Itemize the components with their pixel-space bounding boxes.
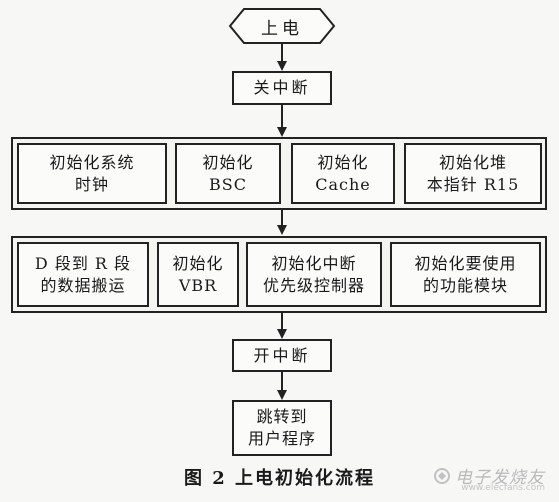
init-bsc-box: 初始化 BSC xyxy=(175,143,281,204)
start-terminator-shape xyxy=(228,8,336,44)
init-cache-box: 初始化 Cache xyxy=(291,143,395,204)
start-terminator-label: 上电 xyxy=(261,18,303,39)
init-functional-modules-box: 初始化要使用 的功能模块 xyxy=(390,242,541,307)
enable-interrupts-box: 开中断 xyxy=(232,339,332,372)
init-stack-pointer-box: 初始化堆 本指针 R15 xyxy=(404,143,542,204)
watermark: 电子发烧友 www.elecfans.com xyxy=(433,463,545,493)
watermark-logo-icon xyxy=(434,467,450,484)
init-interrupt-controller-box: 初始化中断 优先级控制器 xyxy=(246,242,382,307)
watermark-url: www.elecfans.com xyxy=(461,483,545,493)
init-vbr-box: 初始化 VBR xyxy=(157,242,239,307)
jump-to-user-box: 跳转到 用户程序 xyxy=(232,400,332,456)
disable-interrupts-box: 关中断 xyxy=(232,71,332,105)
watermark-text: 电子发烧友 xyxy=(455,468,545,488)
init-system-clock-box: 初始化系统 时钟 xyxy=(17,143,167,204)
figure-caption: 图 2 上电初始化流程 xyxy=(183,468,376,489)
data-move-box: D 段到 R 段 的数据搬运 xyxy=(17,242,149,307)
